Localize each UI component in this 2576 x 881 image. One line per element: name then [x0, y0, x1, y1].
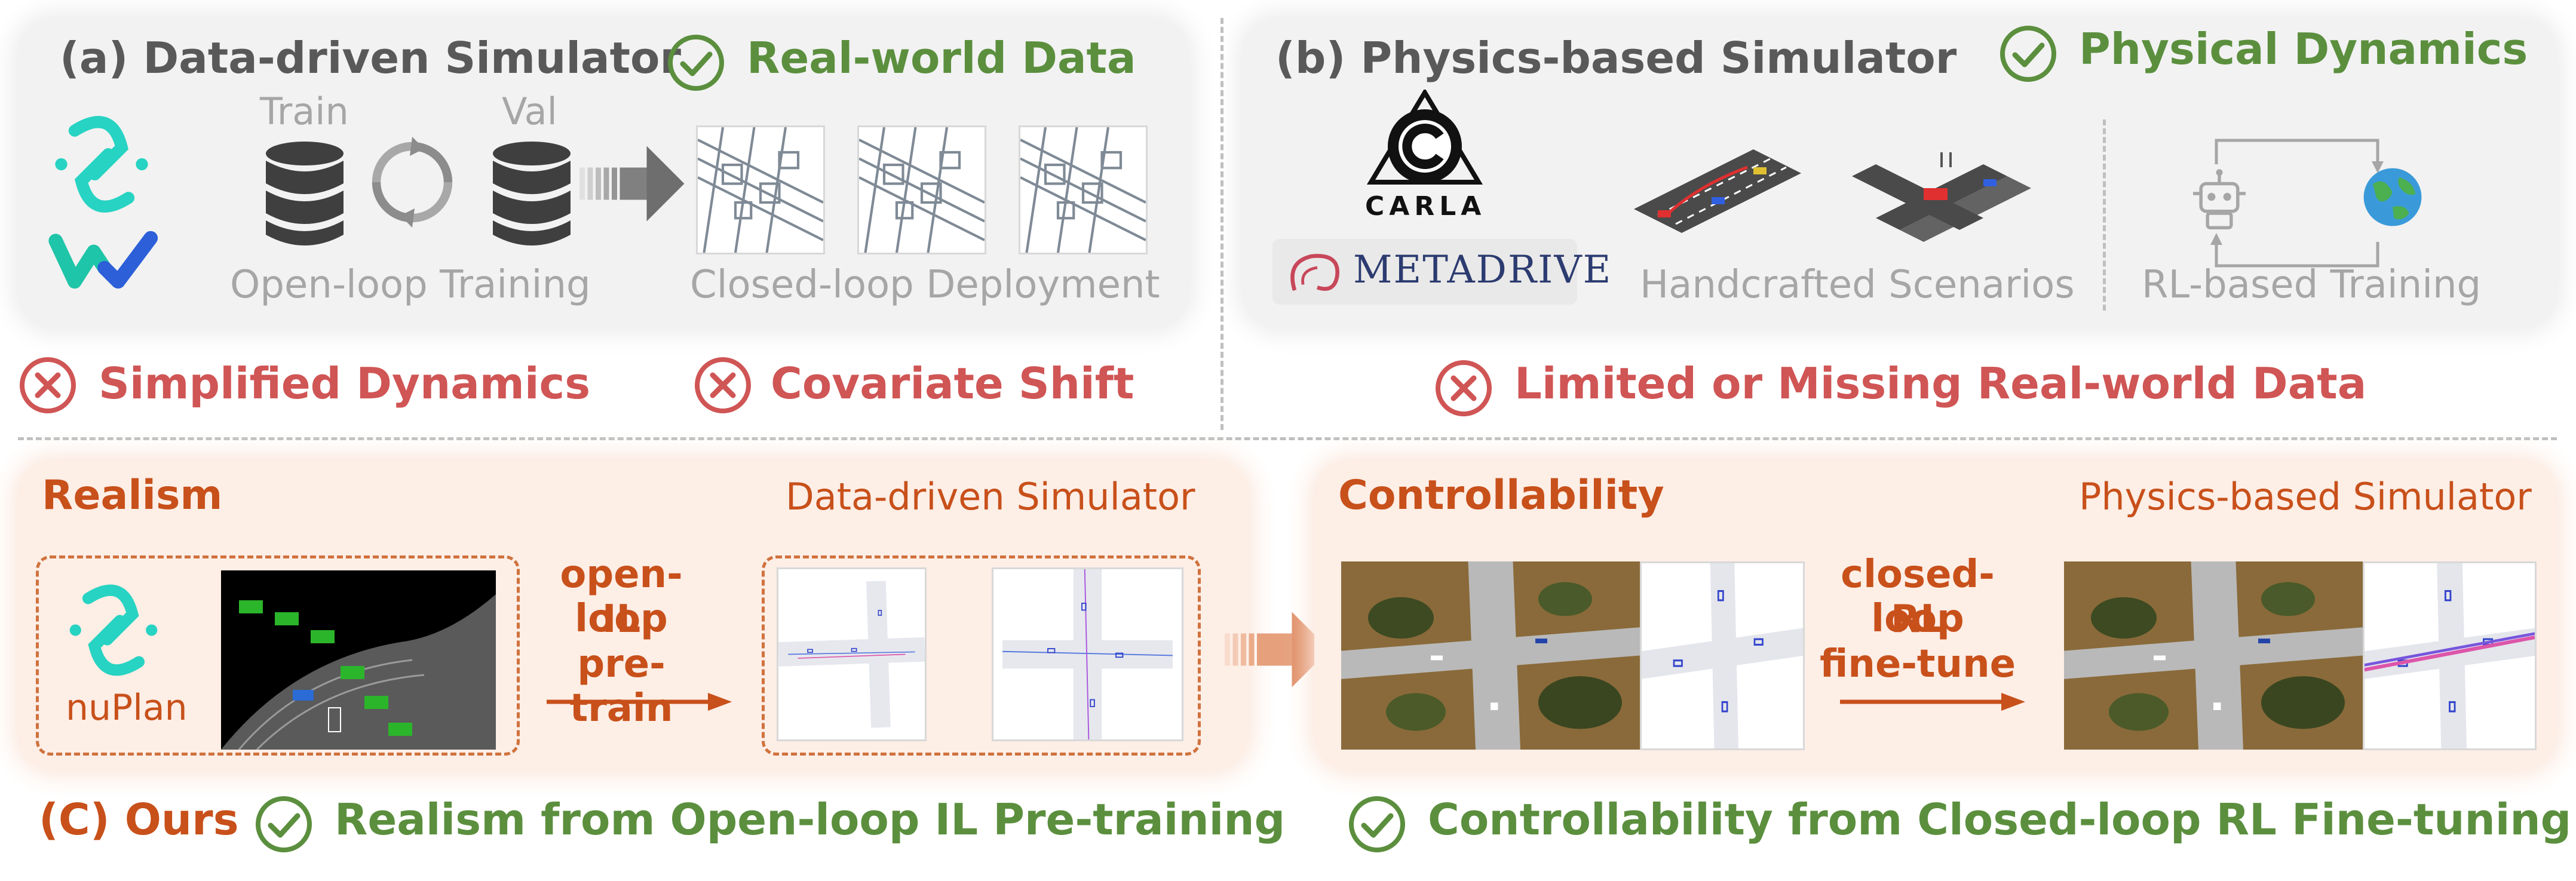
pretrain-arrow-icon [547, 693, 732, 711]
closed-loop-deployment-caption: Closed-loop Deployment [690, 263, 1160, 307]
divider-dashed-center [1220, 18, 1223, 430]
open-loop-training-caption: Open-loop Training [230, 263, 591, 307]
cycle-arrows-icon [372, 137, 453, 228]
realism-title: Realism [42, 472, 223, 519]
deployment-map-3 [1019, 125, 1148, 254]
check-icon [666, 33, 726, 93]
sim-scene-1 [777, 567, 927, 741]
nuplan-label: nuPlan [66, 687, 188, 729]
data-driven-subtitle: Data-driven Simulator [786, 475, 1195, 518]
sim-scene-2 [992, 567, 1183, 741]
rl-based-training-caption: RL-based Training [2142, 263, 2482, 307]
sim-group-box [762, 555, 1201, 756]
lidar-scan-image [221, 570, 496, 750]
check-icon [1347, 794, 1407, 854]
ours-label: (C) Ours [39, 794, 239, 845]
nuplan-logo-icon [69, 584, 158, 676]
check-icon [1998, 24, 2058, 84]
waymo-logo-icon [48, 231, 158, 289]
data-driven-title: (a) Data-driven Simulator [60, 33, 681, 83]
metadrive-swirl-icon [1290, 254, 1339, 291]
satellite-view-2 [2064, 561, 2363, 750]
realism-claim: Realism from Open-loop IL Pre-training [335, 794, 1286, 845]
physical-dynamics-badge: Physical Dynamics [2079, 24, 2528, 74]
simplified-dynamics-issue: Simplified Dynamics [99, 358, 591, 409]
il-arrow-line3: pre-train [569, 642, 673, 730]
sim-view-1 [1640, 561, 1805, 750]
il-arrow-line1: open-loop [560, 552, 683, 641]
deployment-map-2 [857, 125, 986, 254]
divider-dashed-horizontal [18, 437, 2557, 440]
carla-logo-icon [1366, 90, 1483, 185]
rl-arrow-line2: RL [1890, 597, 1945, 641]
cross-icon [693, 355, 753, 415]
train-label: Train [260, 90, 349, 133]
satellite-view-1 [1341, 561, 1640, 750]
val-database-icon [490, 140, 574, 248]
metadrive-logo-text: METADRIVE [1353, 248, 1612, 292]
cross-icon [18, 355, 78, 415]
transition-arrow-icon [1225, 612, 1330, 687]
physics-based-subtitle: Physics-based Simulator [2079, 475, 2532, 518]
val-label: Val [502, 90, 557, 133]
deploy-arrow-icon [579, 146, 685, 222]
covariate-shift-issue: Covariate Shift [771, 358, 1134, 409]
globe-environment-icon [2363, 168, 2422, 226]
physics-based-title: (b) Physics-based Simulator [1275, 33, 1957, 83]
intersection-scenario-icon [1852, 152, 2031, 242]
limited-real-data-issue: Limited or Missing Real-world Data [1514, 358, 2367, 409]
carla-logo-text: CARLA [1365, 191, 1486, 222]
cross-icon [1434, 358, 1494, 418]
train-database-icon [263, 140, 346, 248]
rl-loop-arrow-icon [2210, 139, 2384, 268]
deployment-map-1 [696, 125, 825, 254]
rl-arrow-line3: fine-tune [1819, 642, 2016, 686]
handcrafted-scenarios-caption: Handcrafted Scenarios [1640, 263, 2075, 307]
metadrive-logo [1272, 239, 1577, 305]
controllability-claim: Controllability from Closed-loop RL Fine… [1428, 794, 2572, 845]
check-icon [254, 794, 314, 854]
data-driven-panel [18, 18, 1189, 329]
nuplan-logo-icon [55, 116, 148, 213]
controllability-title: Controllability [1338, 472, 1664, 519]
finetune-arrow-icon [1840, 693, 2025, 711]
nuplan-group-box [36, 555, 520, 756]
real-world-data-badge: Real-world Data [747, 33, 1136, 83]
il-arrow-line2: IL [602, 597, 641, 641]
rl-arrow-line1: closed-loop [1841, 552, 1995, 641]
divider-dashed-vertical [2103, 119, 2106, 311]
sim-view-2 [2363, 561, 2537, 750]
robot-agent-icon [2193, 169, 2246, 229]
highway-scenario-icon [1634, 149, 1801, 233]
